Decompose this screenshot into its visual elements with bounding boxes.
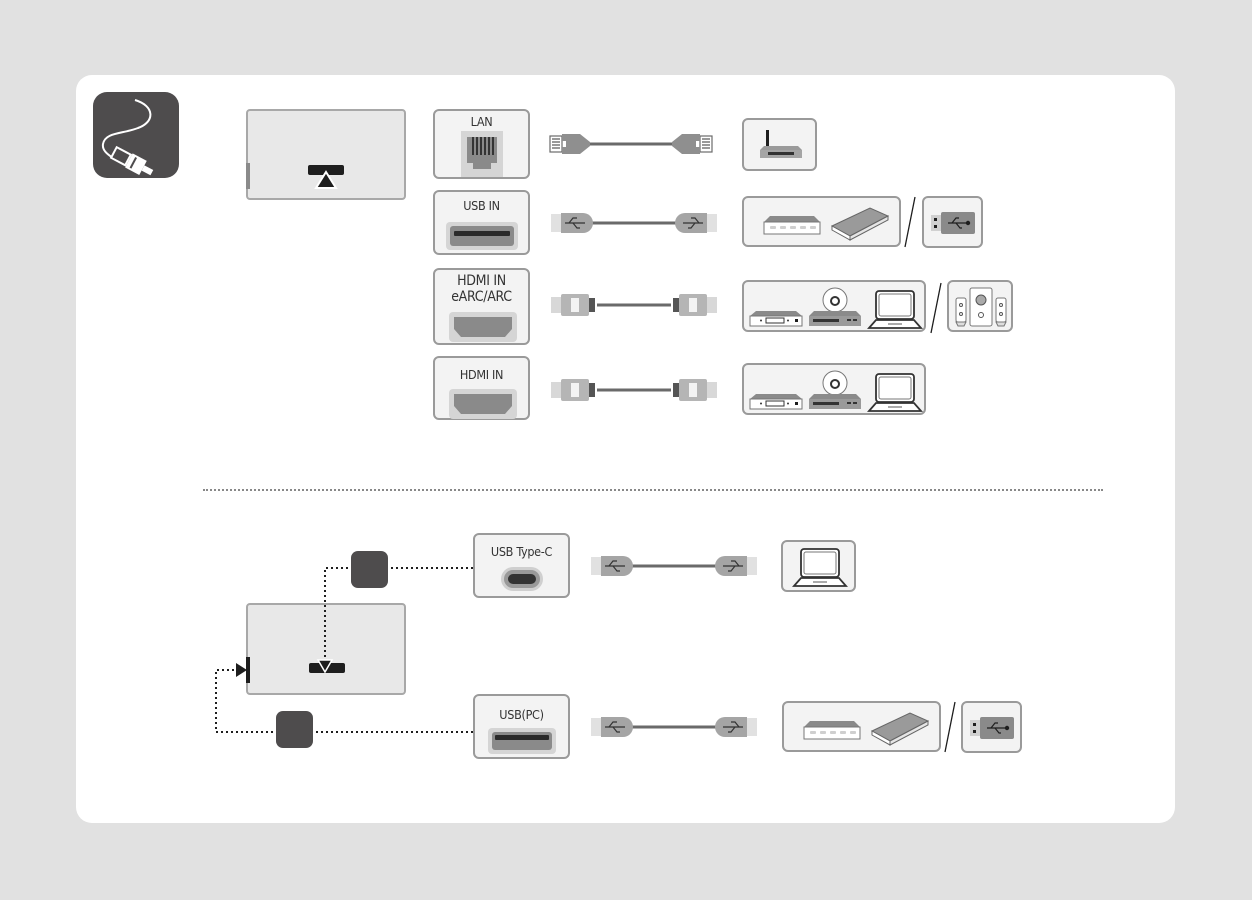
set-top-box-icon [750, 310, 802, 328]
device-box-laptop [781, 540, 856, 592]
cable-connection-icon [93, 92, 179, 178]
port-box-lan: LAN [433, 109, 530, 179]
separator-slash [943, 701, 957, 753]
external-hdd-icon [870, 711, 932, 745]
device-box-usb-storage [742, 196, 901, 247]
usb-c-port-icon [501, 567, 543, 591]
ethernet-cable-icon [548, 131, 714, 157]
laptop-icon [868, 290, 922, 330]
port-label-line2: eARC/ARC [435, 290, 528, 305]
device-box-usb-storage [782, 701, 941, 752]
laptop-icon [868, 373, 922, 413]
usb-cable-icon [551, 210, 717, 236]
port-label: USB(PC) [475, 707, 568, 722]
section-divider [203, 489, 1103, 491]
location-marker-a [351, 551, 388, 588]
port-box-usb-in: USB IN [433, 190, 530, 255]
usb-a-port-icon [488, 728, 556, 754]
usb-flash-drive-icon [970, 717, 1014, 739]
usb-hub-icon [800, 719, 864, 741]
usb-flash-drive-icon [931, 212, 975, 234]
usb-hub-icon [760, 214, 824, 236]
port-label: USB IN [435, 198, 528, 213]
separator-slash [903, 196, 917, 248]
separator-slash [929, 282, 943, 334]
port-box-usb-type-c: USB Type-C [473, 533, 570, 598]
device-box-router [742, 118, 817, 171]
location-marker-b [276, 711, 313, 748]
tv-rear-panel-top [246, 109, 406, 200]
device-box-speakers [947, 280, 1013, 332]
port-label: LAN [435, 114, 528, 129]
ethernet-plug-right [672, 134, 712, 154]
port-label: USB Type-C [475, 544, 568, 559]
port-box-hdmi-in: HDMI IN [433, 356, 530, 420]
device-box-usb-flash [961, 701, 1022, 753]
usb-cable-icon [591, 553, 757, 579]
port-label-line1: HDMI IN [435, 274, 528, 289]
device-box-av-sources [742, 280, 926, 332]
port-box-usb-pc: USB(PC) [473, 694, 570, 759]
hdmi-cable-icon [551, 292, 717, 318]
arrow-up-icon [314, 171, 338, 189]
ethernet-plug-left [550, 134, 590, 154]
device-box-av-sources [742, 363, 926, 415]
hdmi-port-icon [449, 389, 517, 419]
hdmi-cable-icon [551, 377, 717, 403]
router-icon [756, 128, 806, 162]
port-box-hdmi-earc: HDMI IN eARC/ARC [433, 268, 530, 345]
port-routing-lines [210, 560, 480, 740]
side-port-indicator [246, 163, 250, 189]
port-label: HDMI IN [435, 367, 528, 382]
speaker-system-icon [954, 286, 1008, 328]
device-box-usb-flash [922, 196, 983, 248]
disc-player-icon [809, 369, 861, 411]
disc-player-icon [809, 286, 861, 328]
usb-a-port-icon [446, 222, 518, 250]
hdmi-port-icon [449, 312, 517, 342]
ethernet-port-icon [461, 131, 503, 177]
laptop-icon [793, 548, 847, 588]
external-hdd-icon [830, 206, 892, 240]
usb-cable-icon [591, 714, 757, 740]
set-top-box-icon [750, 393, 802, 411]
